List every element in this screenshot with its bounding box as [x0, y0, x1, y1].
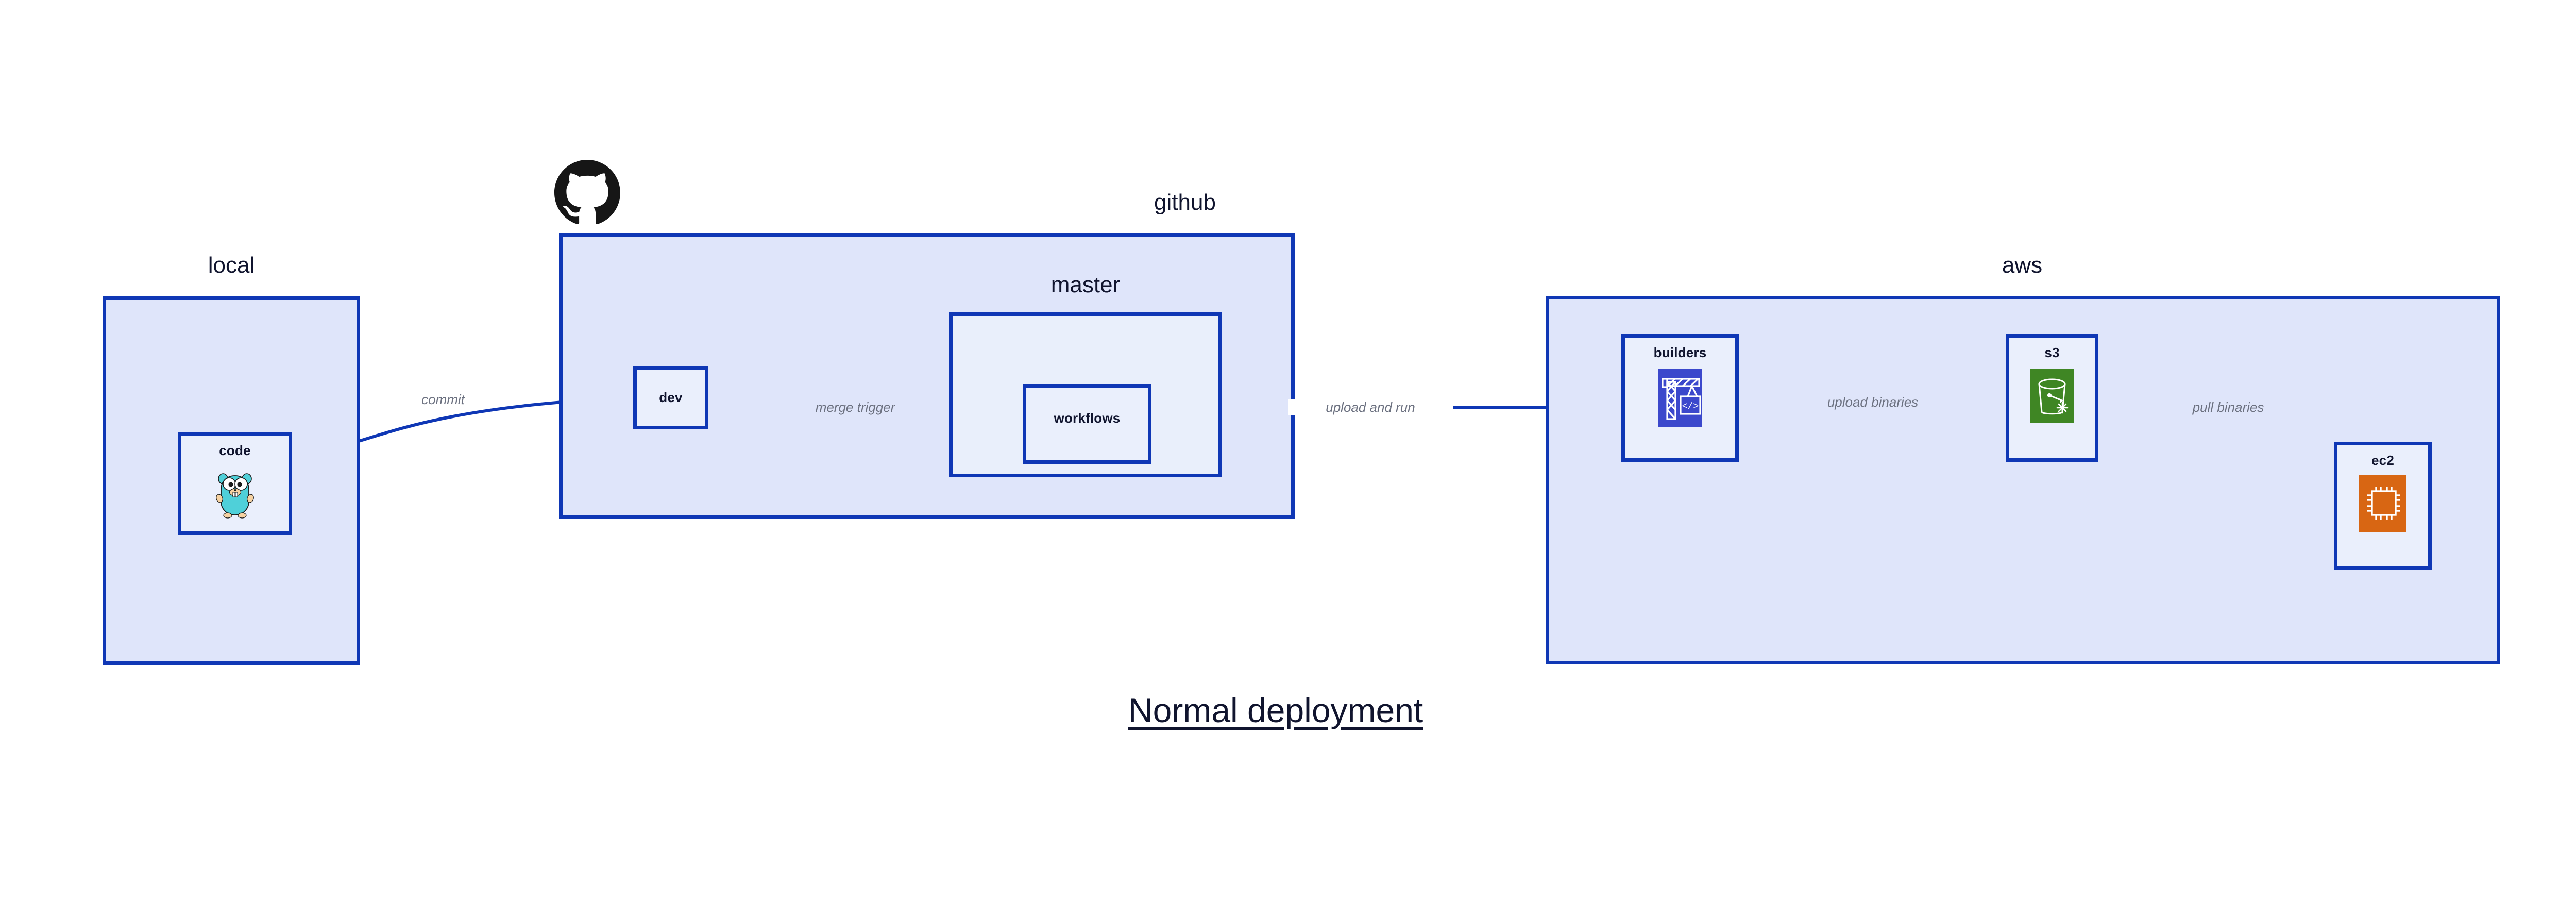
node-ec2[interactable]: ec2	[2334, 442, 2432, 570]
node-code[interactable]: code	[178, 432, 292, 535]
group-aws-title: aws	[2002, 253, 2043, 278]
github-octocat-icon	[554, 160, 620, 226]
diagram-title: Normal deployment	[1128, 691, 1423, 729]
group-master-title: master	[1050, 272, 1121, 297]
svg-text:</>: </>	[1682, 402, 1699, 412]
node-ec2-label: ec2	[2371, 453, 2394, 468]
node-builders[interactable]: builders	[1621, 334, 1739, 462]
node-s3[interactable]: s3	[2006, 334, 2098, 462]
node-dev[interactable]: dev	[633, 366, 708, 429]
node-code-label: code	[219, 443, 251, 458]
go-gopher-icon	[212, 465, 258, 522]
edge-label-merge-trigger: merge trigger	[815, 399, 895, 415]
node-workflows-label: workflows	[1054, 410, 1121, 426]
group-github-title: github	[1154, 190, 1216, 215]
edge-label-pull-binaries: pull binaries	[2192, 399, 2264, 415]
node-workflows[interactable]: workflows	[1023, 384, 1151, 464]
aws-ec2-chip-icon	[2359, 475, 2406, 532]
edge-label-commit: commit	[421, 392, 465, 407]
aws-s3-bucket-icon	[2030, 369, 2074, 423]
aws-codebuild-crane-icon: </>	[1658, 369, 1702, 427]
edge-label-upload-binaries: upload binaries	[1798, 394, 1947, 410]
node-dev-label: dev	[659, 390, 683, 405]
node-s3-label: s3	[2044, 345, 2060, 360]
group-local[interactable]	[103, 296, 360, 665]
edge-label-upload-and-run: upload and run	[1288, 399, 1453, 415]
node-builders-label: builders	[1653, 345, 1707, 360]
group-local-title: local	[208, 253, 255, 278]
